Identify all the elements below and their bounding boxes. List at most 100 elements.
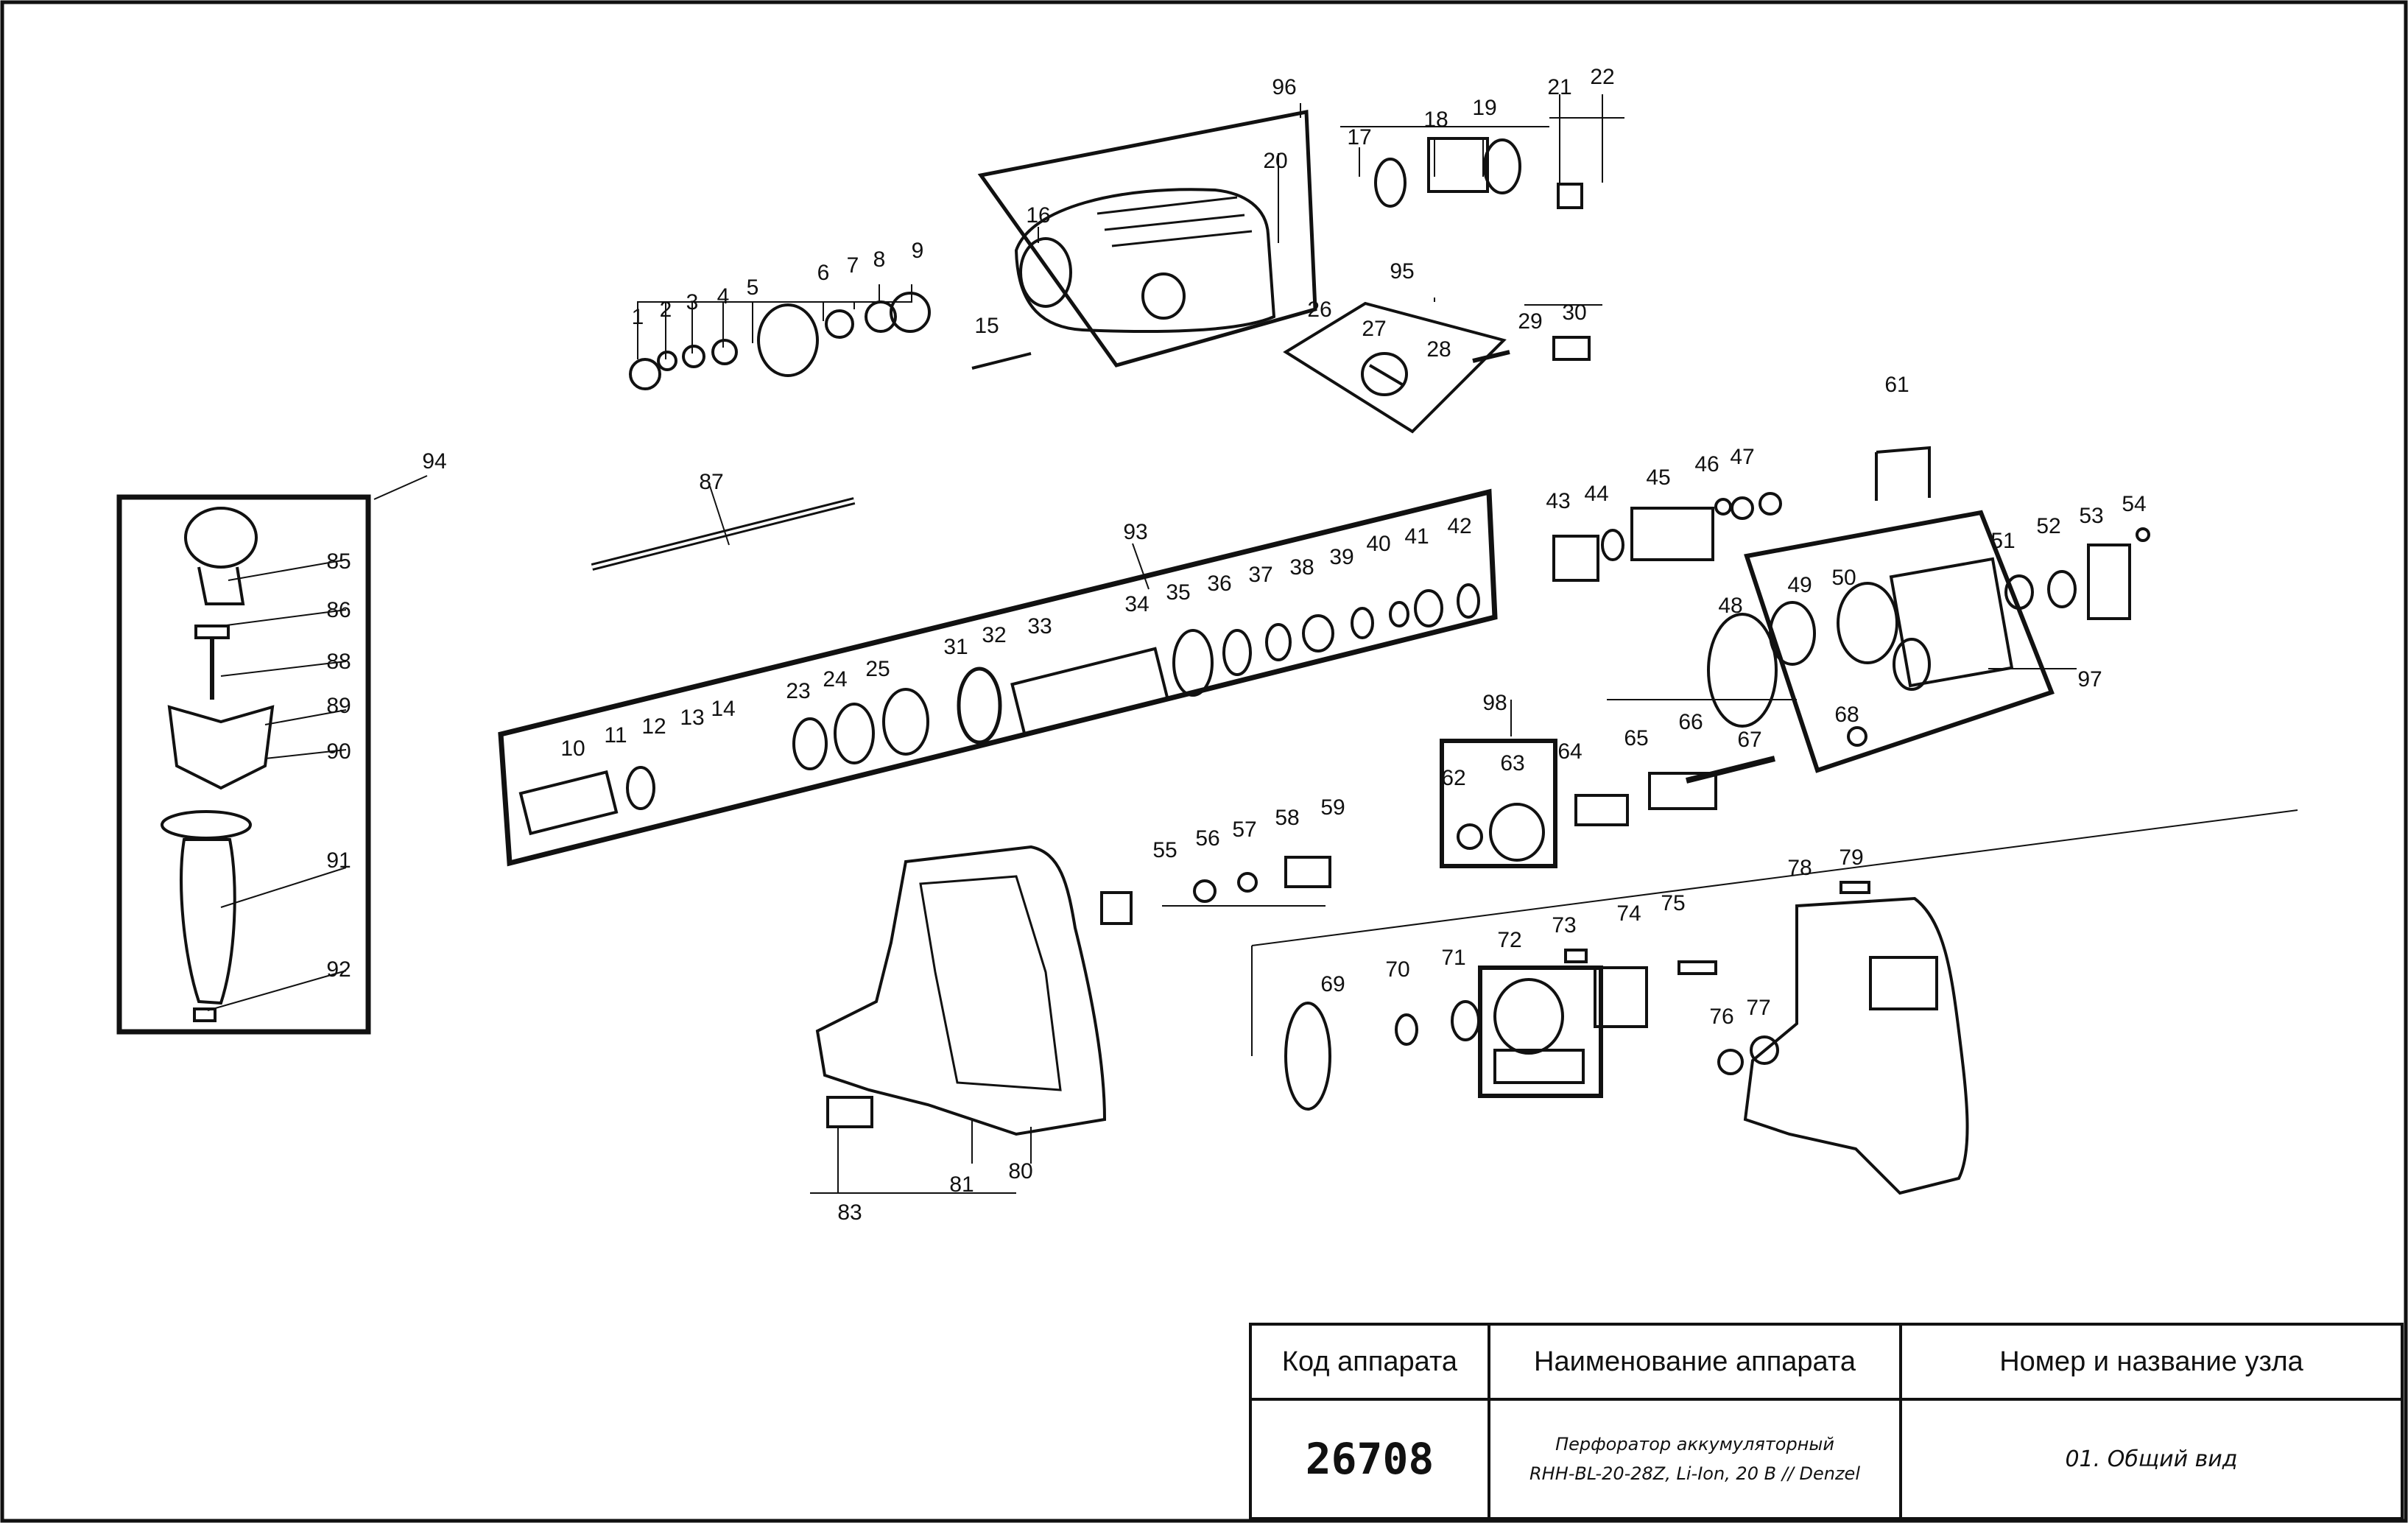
part-number-68: 68	[1834, 703, 1859, 727]
part-group-72	[1478, 965, 1603, 1098]
part-number-9: 9	[912, 239, 924, 263]
device-name-line2: RHH-BL-20-28Z, Li-Ion, 20 В // Denzel	[1529, 1463, 1860, 1484]
housing-left-half	[815, 845, 1107, 1136]
part-number-32: 32	[982, 623, 1006, 647]
part-number-87: 87	[699, 470, 723, 494]
part-number-13: 13	[680, 706, 704, 730]
part-number-59: 59	[1320, 795, 1345, 820]
device-name-line1: Перфоратор аккумуляторный	[1555, 1434, 1834, 1455]
part-number-95: 95	[1390, 259, 1414, 284]
part-number-50: 50	[1831, 566, 1856, 590]
part-number-16: 16	[1026, 203, 1050, 228]
part-number-5: 5	[747, 275, 759, 300]
header-code: Код аппарата	[1249, 1323, 1490, 1401]
part-number-3: 3	[686, 290, 699, 314]
part-number-70: 70	[1385, 957, 1409, 982]
part-number-18: 18	[1423, 108, 1448, 132]
part-number-63: 63	[1500, 751, 1524, 775]
part-number-69: 69	[1320, 972, 1345, 996]
part-number-41: 41	[1404, 524, 1429, 549]
part-number-12: 12	[641, 714, 666, 739]
part-group-98	[1440, 739, 1557, 868]
part-number-55: 55	[1152, 838, 1177, 862]
part-number-78: 78	[1787, 856, 1812, 880]
part-number-64: 64	[1557, 739, 1582, 764]
device-name: Перфоратор аккумуляторный RHH-BL-20-28Z,…	[1488, 1398, 1902, 1520]
part-number-72: 72	[1497, 928, 1521, 952]
part-number-17: 17	[1347, 125, 1371, 150]
seal-ring-48	[1707, 613, 1778, 728]
part-number-89: 89	[326, 694, 351, 718]
part-number-56: 56	[1195, 826, 1219, 851]
part-number-83: 83	[837, 1200, 862, 1225]
part-number-73: 73	[1552, 913, 1576, 938]
part-number-7: 7	[847, 253, 859, 278]
part-number-58: 58	[1275, 806, 1299, 830]
part-number-20: 20	[1263, 149, 1287, 173]
part-number-53: 53	[2079, 504, 2103, 528]
part-number-96: 96	[1272, 75, 1296, 99]
part-number-1: 1	[632, 305, 644, 329]
part-number-85: 85	[326, 549, 351, 574]
part-number-34: 34	[1124, 592, 1149, 616]
part-group-93	[498, 488, 1498, 867]
part-number-47: 47	[1730, 445, 1754, 469]
part-number-93: 93	[1123, 520, 1147, 544]
part-number-62: 62	[1441, 766, 1465, 790]
part-number-45: 45	[1646, 465, 1670, 490]
part-number-43: 43	[1546, 489, 1570, 513]
header-name: Наименование аппарата	[1488, 1323, 1902, 1401]
part-number-90: 90	[326, 739, 351, 764]
part-number-31: 31	[943, 635, 968, 659]
part-number-44: 44	[1584, 482, 1608, 506]
part-number-2: 2	[660, 298, 672, 322]
part-group-94	[116, 494, 371, 1035]
part-number-54: 54	[2122, 492, 2146, 516]
part-number-42: 42	[1447, 514, 1471, 538]
part-number-19: 19	[1472, 96, 1496, 120]
part-number-67: 67	[1737, 728, 1761, 752]
part-group-96	[977, 109, 1317, 367]
title-block: Код аппарата Наименование аппарата Номер…	[1249, 1323, 2404, 1520]
part-number-66: 66	[1678, 710, 1703, 734]
part-number-65: 65	[1624, 726, 1648, 750]
part-number-29: 29	[1518, 309, 1542, 334]
part-number-91: 91	[326, 848, 351, 873]
part-number-11: 11	[604, 723, 627, 748]
part-number-61: 61	[1884, 373, 1909, 397]
part-number-40: 40	[1366, 532, 1390, 556]
part-number-71: 71	[1441, 946, 1465, 970]
part-number-6: 6	[817, 261, 830, 285]
part-number-10: 10	[560, 736, 585, 761]
part-number-76: 76	[1709, 1005, 1733, 1029]
part-number-25: 25	[865, 657, 890, 681]
part-number-46: 46	[1694, 452, 1719, 476]
part-number-98: 98	[1482, 691, 1507, 715]
part-number-49: 49	[1787, 573, 1812, 597]
part-group-95	[1283, 301, 1507, 434]
part-number-86: 86	[326, 598, 351, 622]
part-number-8: 8	[873, 247, 886, 272]
header-node: Номер и название узла	[1899, 1323, 2404, 1401]
part-number-39: 39	[1329, 545, 1353, 569]
part-number-4: 4	[717, 284, 730, 309]
part-number-48: 48	[1718, 594, 1742, 618]
part-number-81: 81	[949, 1172, 974, 1197]
part-number-22: 22	[1590, 65, 1614, 89]
part-number-28: 28	[1426, 337, 1451, 362]
device-code: 26708	[1249, 1398, 1490, 1520]
part-number-77: 77	[1746, 996, 1770, 1020]
misc-parts	[629, 137, 2150, 1128]
part-number-30: 30	[1562, 300, 1586, 325]
part-number-21: 21	[1547, 75, 1571, 99]
part-number-36: 36	[1207, 571, 1231, 596]
part-number-97: 97	[2077, 667, 2102, 692]
part-number-92: 92	[326, 957, 351, 982]
part-number-33: 33	[1027, 614, 1052, 639]
part-number-74: 74	[1616, 901, 1641, 926]
part-number-27: 27	[1362, 317, 1386, 341]
part-number-51: 51	[1990, 529, 2015, 553]
part-number-52: 52	[2036, 514, 2060, 538]
part-number-88: 88	[326, 650, 351, 674]
